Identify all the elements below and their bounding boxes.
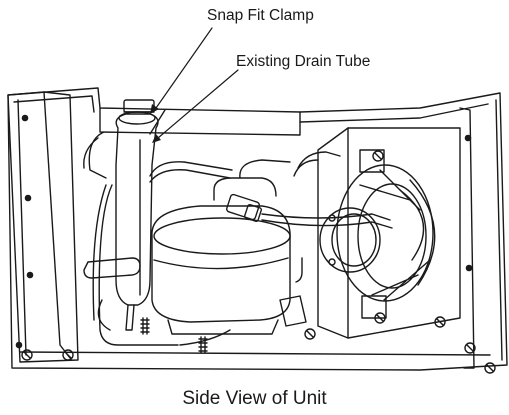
existing-drain-tube-label: Existing Drain Tube	[236, 53, 371, 70]
drain-tube-assembly	[83, 99, 166, 331]
left-bracket-panel	[7, 91, 79, 363]
unit-side-view-drawing	[7, 27, 508, 374]
clamp-leader-line	[155, 27, 213, 109]
refrigerant-tubing-left	[83, 131, 231, 346]
drain-leader-line	[157, 69, 239, 139]
callout-leaders	[150, 27, 239, 143]
unit-housing	[7, 87, 508, 371]
compressor	[151, 159, 291, 335]
mounting-studs	[140, 295, 316, 354]
blower-motor-fan	[317, 127, 461, 339]
snap-fit-clamp-label: Snap Fit Clamp	[207, 7, 314, 24]
figure-caption: Side View of Unit	[182, 388, 327, 409]
right-bracket-panel	[459, 107, 496, 374]
